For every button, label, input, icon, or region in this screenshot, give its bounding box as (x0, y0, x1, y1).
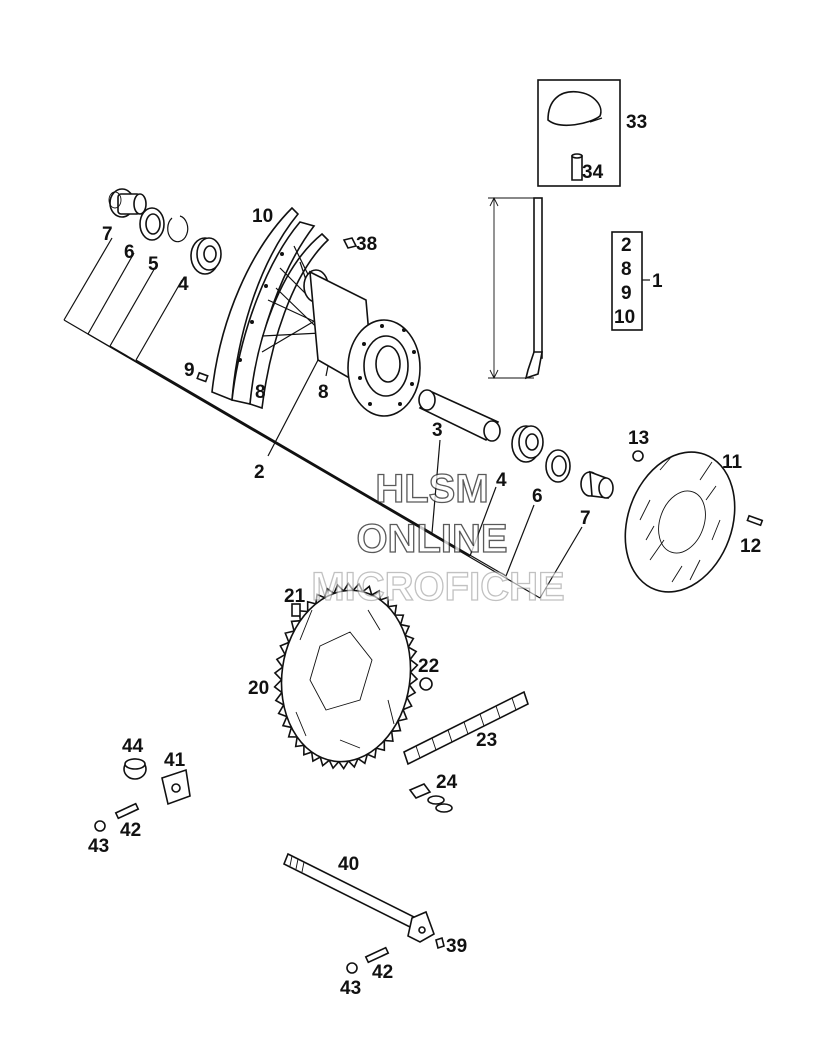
seal-6-left (139, 207, 165, 241)
callout-3: 3 (432, 420, 443, 441)
chain-adjuster-41 (161, 768, 191, 806)
callout-42-top: 42 (120, 820, 141, 841)
callout-13: 13 (628, 428, 649, 449)
callout-40: 40 (338, 854, 359, 875)
nut-43-top (94, 820, 106, 832)
callout-4-left: 4 (178, 274, 189, 295)
plug-39 (435, 936, 445, 950)
callout-1: 1 (652, 271, 663, 292)
kit-9: 9 (621, 283, 632, 304)
callout-11: 11 (722, 452, 743, 473)
watermark-line-1: HLSM (375, 467, 488, 511)
rim-10 (211, 206, 330, 410)
bolt-42-bottom (364, 946, 390, 964)
spoke-gauge (488, 196, 543, 380)
nut-22 (419, 677, 433, 691)
callout-41: 41 (164, 750, 186, 771)
plug-38 (342, 237, 358, 249)
kit-8: 8 (621, 259, 632, 280)
nipple-9 (196, 371, 209, 383)
valve-box (537, 79, 621, 187)
kit-2: 2 (621, 235, 632, 256)
hub-2 (303, 269, 421, 417)
callout-8-left: 8 (255, 382, 266, 403)
axle-sleeve-3 (418, 389, 501, 442)
callout-4-right: 4 (496, 470, 507, 491)
callout-34: 34 (582, 162, 604, 183)
callout-6-right: 6 (532, 486, 543, 507)
callout-33: 33 (626, 112, 647, 133)
kit-box (611, 231, 650, 331)
callout-39: 39 (446, 936, 467, 957)
callout-43-top: 43 (88, 836, 109, 857)
circlip-5 (167, 215, 189, 243)
spacer-7-right (580, 470, 614, 499)
callout-22: 22 (418, 656, 439, 677)
callout-7-right: 7 (580, 508, 591, 529)
bolt-42-top (114, 802, 140, 820)
bearing-4-left (190, 237, 222, 275)
callout-5: 5 (148, 254, 159, 275)
callout-7-left: 7 (102, 224, 113, 245)
seal-6-right (545, 449, 571, 483)
nut-13 (632, 450, 644, 462)
callout-44: 44 (122, 736, 144, 757)
callout-43-bottom: 43 (340, 978, 361, 999)
callout-38: 38 (356, 234, 377, 255)
callouts: 7 6 5 4 10 38 9 8 8 2 3 4 6 7 13 11 12 3… (88, 112, 761, 999)
callout-20: 20 (248, 678, 269, 699)
watermark: HLSM ONLINE MICROFICHE (311, 466, 566, 609)
callout-8-right: 8 (318, 382, 329, 403)
callout-9: 9 (184, 360, 195, 381)
bolt-12 (746, 514, 764, 527)
callout-24: 24 (436, 772, 458, 793)
spacer-7-left (108, 188, 147, 218)
callout-12: 12 (740, 536, 761, 557)
brake-disc-11 (624, 451, 736, 593)
callout-2: 2 (254, 462, 265, 483)
sprocket-20 (273, 581, 419, 771)
adjuster-nut-44 (123, 758, 147, 780)
callout-6-left: 6 (124, 242, 135, 263)
master-link-24 (408, 783, 453, 813)
callout-23: 23 (476, 730, 497, 751)
kit-10: 10 (614, 307, 635, 328)
bolt-21 (291, 603, 301, 617)
nut-43-bottom (346, 962, 358, 974)
chain-23 (403, 690, 529, 766)
callout-10: 10 (252, 206, 273, 227)
bearing-4-right (511, 425, 544, 463)
callout-42-bottom: 42 (372, 962, 393, 983)
watermark-line-3: MICROFICHE (311, 565, 564, 609)
callout-21: 21 (284, 586, 306, 607)
axle-40 (282, 852, 435, 943)
watermark-line-2: ONLINE (356, 517, 507, 561)
